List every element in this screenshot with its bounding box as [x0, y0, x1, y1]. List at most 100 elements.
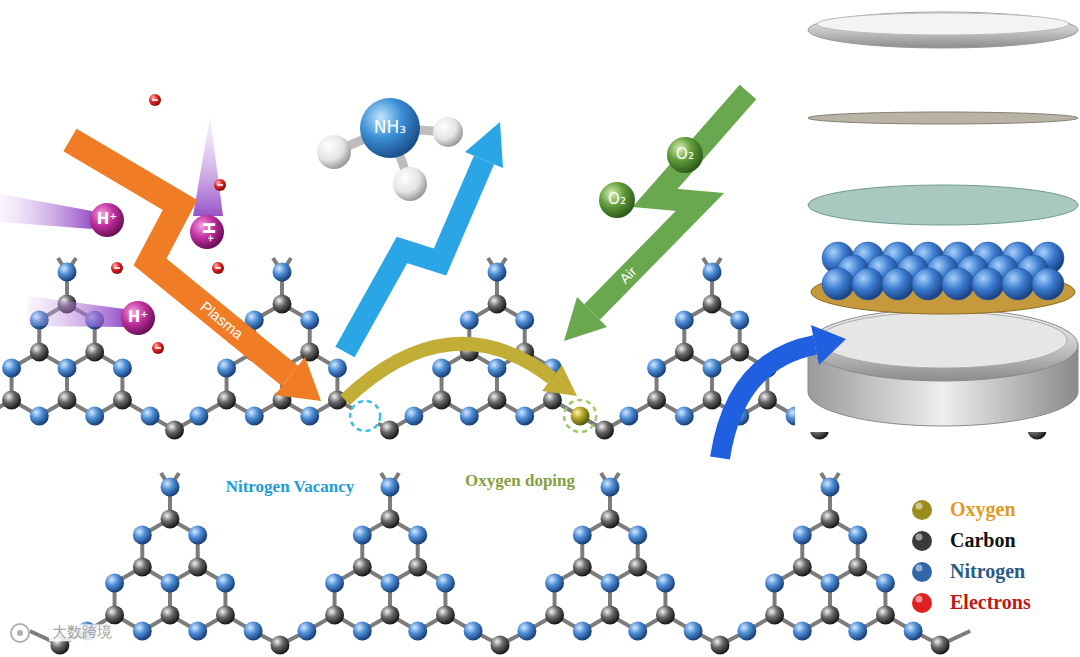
atom-sphere [601, 510, 620, 529]
atom-sphere [821, 478, 840, 497]
doping-arrow [542, 365, 577, 396]
electron [111, 262, 123, 274]
active-material-sphere [972, 268, 1004, 300]
atom-sphere [408, 558, 427, 577]
atom-sphere [821, 510, 840, 529]
atom-sphere [619, 407, 638, 426]
electron [155, 347, 161, 349]
atom-sphere [408, 526, 427, 545]
watermark-logo [17, 630, 23, 636]
atom-sphere [436, 574, 455, 593]
atom-sphere [711, 636, 730, 655]
air-arrow [592, 92, 748, 312]
ammonia-molecule [393, 167, 427, 201]
swatch-highlight [916, 564, 923, 571]
ion-label: H⁺ [97, 211, 117, 228]
air-arrow [564, 297, 607, 341]
legend-text: Oxygen [950, 498, 1016, 521]
proton-sphere [121, 301, 155, 335]
electron [215, 267, 221, 269]
doping-arrow [345, 344, 577, 400]
transfer-arrow [720, 345, 815, 458]
atom-sphere [432, 391, 451, 410]
coin-cell [808, 112, 1078, 124]
atom-sphere [271, 636, 290, 655]
atom-sphere [105, 574, 124, 593]
coin-cell [819, 312, 1067, 368]
atom-sphere [188, 526, 207, 545]
molecule-label: O₂ [676, 146, 694, 163]
legend-swatch [912, 562, 932, 582]
atom-sphere [58, 391, 77, 410]
atom-sphere [876, 574, 895, 593]
atom-sphere [380, 421, 399, 440]
atom-sphere [133, 622, 152, 641]
ammonia-molecule [317, 135, 351, 169]
ammonia-molecule [433, 117, 463, 147]
atom-sphere [601, 606, 620, 625]
atom-sphere [381, 478, 400, 497]
legend-swatch [912, 531, 932, 551]
proton-sphere [90, 203, 124, 237]
atom-sphere [141, 407, 160, 426]
oxygen-molecule [667, 137, 703, 173]
atom-sphere [133, 526, 152, 545]
atom-sphere [58, 263, 77, 282]
atom-sphere [325, 606, 344, 625]
arrow-label: Plasma [197, 298, 247, 343]
atom-sphere [821, 574, 840, 593]
atom-sphere [113, 391, 132, 410]
legend-swatch [910, 560, 934, 584]
vacancy-marker [350, 401, 380, 431]
ammonia-release-arrow [345, 122, 503, 352]
legend-row: Electrons [910, 587, 1031, 618]
active-material-sphere [852, 268, 884, 300]
atom-sphere [325, 574, 344, 593]
light-beam [28, 296, 124, 327]
atom-sphere [408, 622, 427, 641]
atom-sphere [216, 574, 235, 593]
atom-sphere [515, 407, 534, 426]
atom-sphere [85, 343, 104, 362]
atom-sphere [217, 359, 236, 378]
atom-sphere [737, 622, 756, 641]
legend-swatch [910, 529, 934, 553]
plasma-arrow [275, 357, 321, 401]
atom-sphere [793, 526, 812, 545]
atom-sphere [133, 558, 152, 577]
ion-label: H⁺ [198, 222, 215, 242]
ammonia-molecule [317, 98, 463, 201]
atom-sphere [573, 526, 592, 545]
atom-sphere [432, 359, 451, 378]
atom-sphere [730, 343, 749, 362]
legend-swatch [912, 500, 932, 520]
coin-cell [795, 0, 1080, 432]
atom-sphere [601, 478, 620, 497]
atom-sphere [491, 636, 510, 655]
atom-sphere [300, 407, 319, 426]
legend-row: Carbon [910, 525, 1031, 556]
atom-sphere [381, 510, 400, 529]
chemical-bond [0, 272, 1067, 645]
atom-sphere [758, 391, 777, 410]
atom-sphere [188, 622, 207, 641]
molecule-label: NH₃ [374, 118, 406, 138]
active-material-sphere [822, 242, 1064, 300]
atom-sphere [58, 359, 77, 378]
atom-sphere [730, 311, 749, 330]
legend-text: Carbon [950, 529, 1016, 552]
atom-sphere [161, 510, 180, 529]
plasma-arrow [70, 140, 321, 401]
atom-sphere [488, 391, 507, 410]
swatch-highlight [916, 533, 923, 540]
atom-sphere [876, 606, 895, 625]
atom-sphere [703, 263, 722, 282]
atom-sphere [188, 558, 207, 577]
coin-cell [817, 13, 1069, 35]
atom-sphere [460, 311, 479, 330]
electron [149, 94, 161, 106]
atom-sphere [571, 407, 590, 426]
atom-sphere [931, 636, 950, 655]
ammonia-release-arrow [465, 122, 503, 168]
atom-sphere [2, 359, 21, 378]
